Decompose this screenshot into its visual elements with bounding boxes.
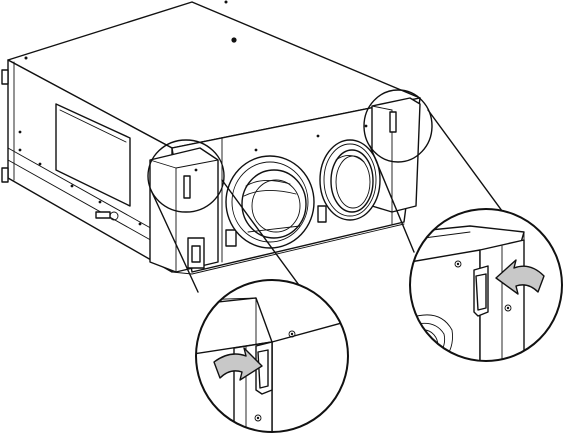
left-corner-detail xyxy=(195,279,349,433)
side-access-panel xyxy=(55,103,131,207)
right-arrow-icon xyxy=(495,259,545,295)
left-arrow-icon xyxy=(213,347,263,381)
duct-collar-right xyxy=(319,139,381,221)
duct-collar-left xyxy=(225,155,315,249)
unit-body xyxy=(1,0,421,275)
right-corner-detail xyxy=(409,208,563,362)
